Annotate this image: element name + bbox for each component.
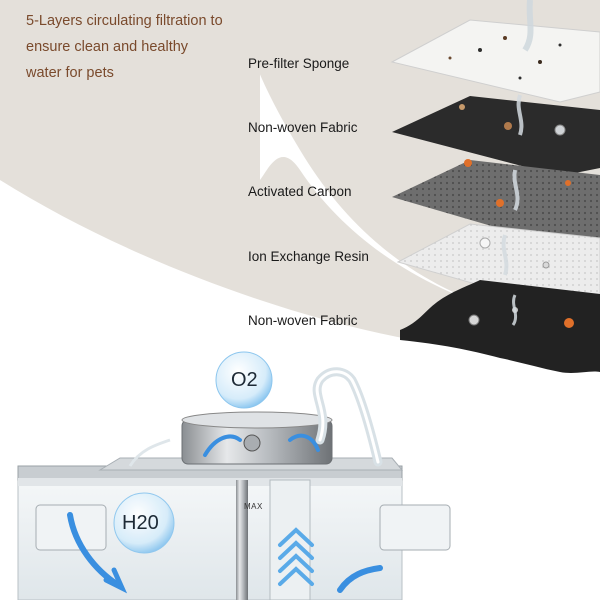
layer-prefilter-sponge [390, 19, 600, 103]
intro-line-3: water for pets [26, 65, 114, 81]
layer-label-prefilter-sponge: Pre-filter Sponge [248, 56, 350, 71]
layer-ion-exchange-resin [396, 223, 600, 309]
water-stream [501, 0, 534, 326]
o2-label: O2 [231, 369, 258, 391]
h2o-label: H20 [122, 512, 159, 534]
max-water-mark: MAX [244, 502, 263, 511]
flow-arrow-right [337, 565, 383, 593]
intro-line-1: 5-Layers circulating filtration to [26, 13, 223, 29]
layer-label-non-woven-fabric-2: Non-woven Fabric [248, 313, 358, 328]
layer-non-woven-fabric-1 [392, 96, 600, 176]
flow-arrows [67, 433, 383, 594]
o2-bubble [215, 351, 273, 409]
intro-text: 5-Layers circulating filtration to ensur… [26, 8, 266, 86]
layer-label-activated-carbon: Activated Carbon [248, 184, 352, 199]
layer-activated-carbon [392, 159, 600, 246]
intro-line-2: ensure clean and healthy [26, 39, 189, 55]
layer-label-non-woven-fabric-1: Non-woven Fabric [248, 120, 358, 135]
h2o-bubble [113, 492, 175, 554]
upward-chevrons [278, 527, 314, 586]
flow-arrow-head-curl [203, 434, 242, 457]
layer-label-ion-exchange-resin: Ion Exchange Resin [248, 249, 369, 264]
